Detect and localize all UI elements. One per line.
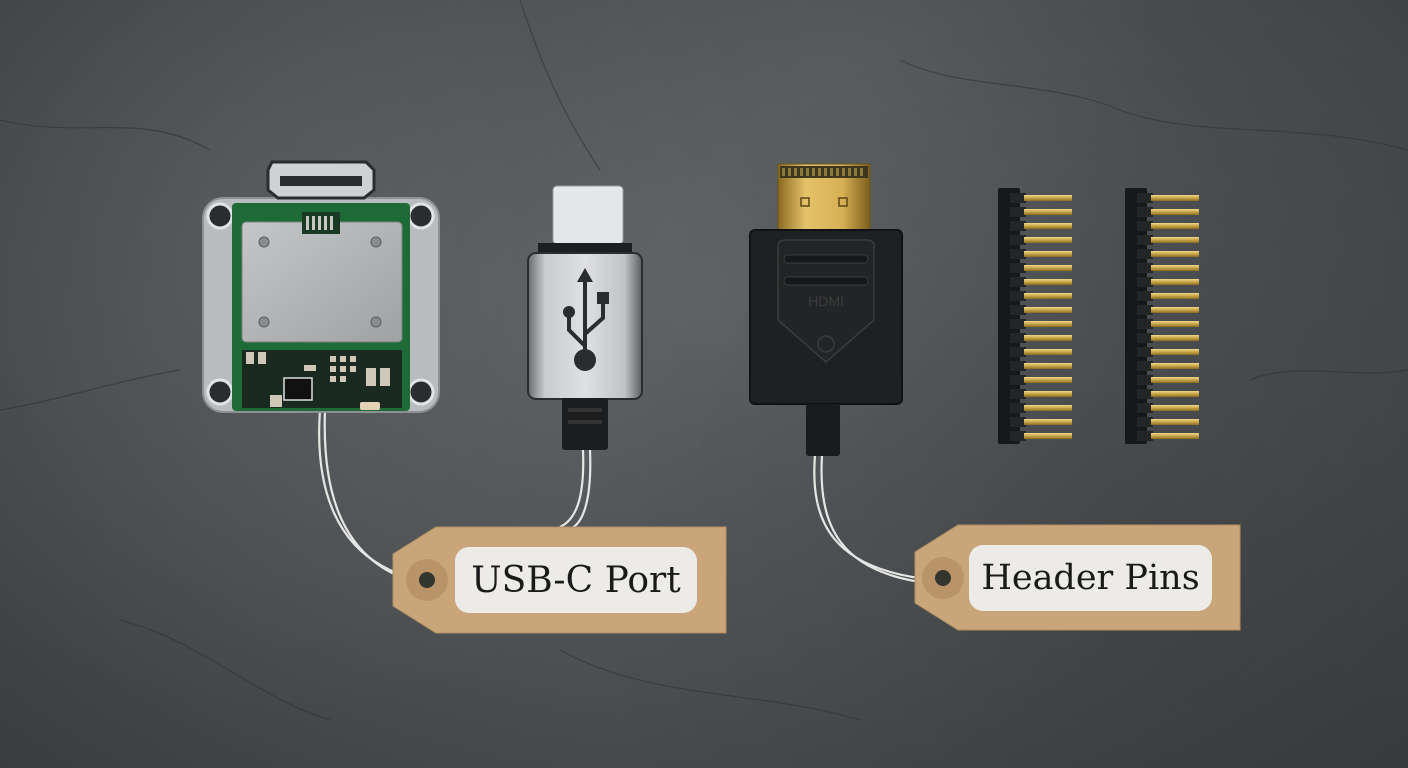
usb-c-connector (527, 185, 643, 450)
tag-label-usb-c-port: USB-C Port (455, 547, 697, 613)
hdmi-imprint: HDMI (808, 293, 844, 309)
pcb-module (202, 160, 440, 413)
surface-cracks (0, 0, 1408, 721)
hdmi-connector: HDMI (749, 163, 903, 456)
tag-label-header-pins: Header Pins (969, 545, 1212, 611)
usb-logo-icon (563, 268, 609, 371)
